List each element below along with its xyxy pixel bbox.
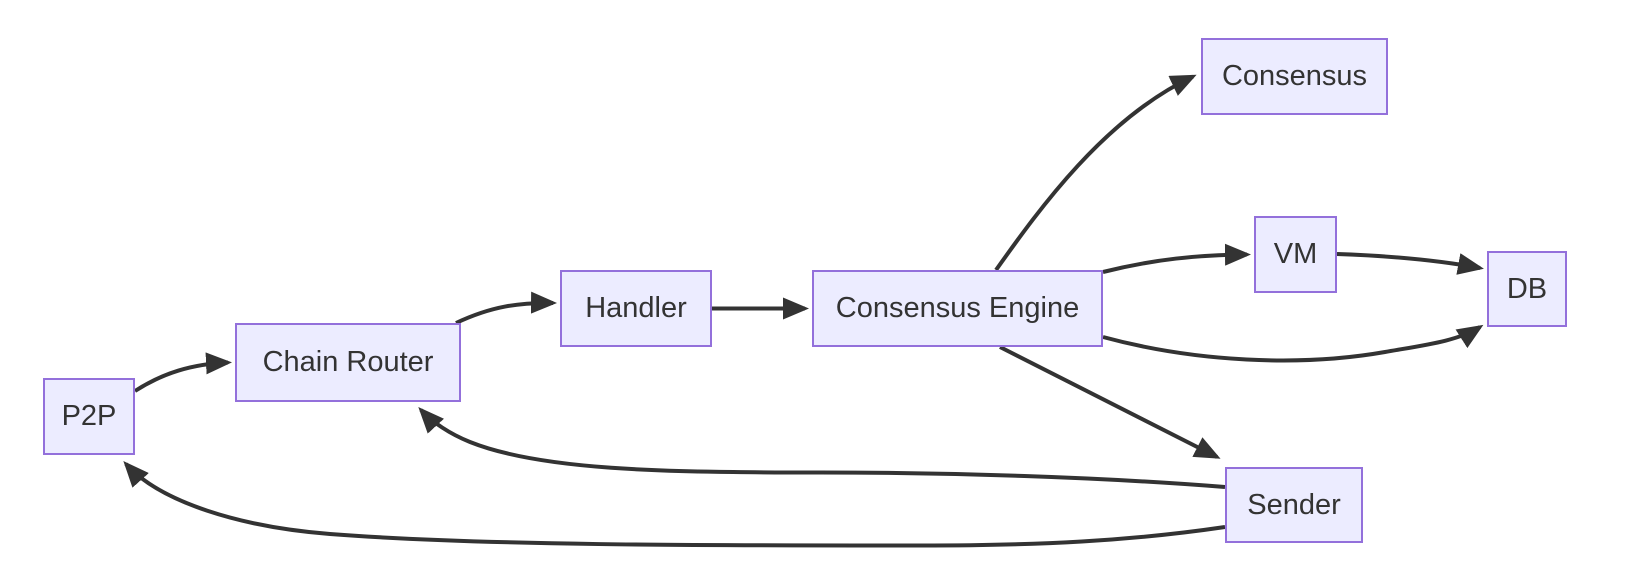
edge-vm-to-db	[1336, 252, 1484, 275]
node-chain-router-label: Chain Router	[262, 346, 434, 378]
node-db: DB	[1487, 251, 1567, 327]
edge-consensus-engine-to-sender	[999, 345, 1221, 459]
node-handler-label: Handler	[585, 292, 687, 324]
edge-consensus-engine-to-consensus	[994, 74, 1197, 272]
node-vm: VM	[1254, 216, 1337, 293]
edge-sender-to-p2p	[123, 461, 1226, 548]
node-sender-label: Sender	[1247, 488, 1341, 521]
edge-consensus-engine-to-db	[1102, 324, 1484, 363]
node-consensus-engine-label: Consensus Engine	[835, 292, 1080, 324]
edge-sender-to-chain-router	[418, 407, 1226, 489]
node-p2p: P2P	[43, 378, 135, 455]
node-vm-label: VM	[1273, 238, 1318, 270]
node-consensus: Consensus	[1201, 38, 1388, 115]
edge-chain-router-to-handler	[455, 291, 557, 325]
node-db-label: DB	[1506, 272, 1548, 305]
node-sender: Sender	[1225, 467, 1363, 543]
node-handler: Handler	[560, 270, 712, 347]
node-consensus-engine: Consensus Engine	[812, 270, 1103, 347]
node-chain-router: Chain Router	[235, 323, 461, 402]
node-p2p-label: P2P	[61, 400, 117, 432]
node-consensus-label: Consensus	[1221, 60, 1368, 92]
edge-consensus-engine-to-vm	[1102, 243, 1251, 274]
edge-p2p-to-chain-router	[133, 352, 232, 393]
